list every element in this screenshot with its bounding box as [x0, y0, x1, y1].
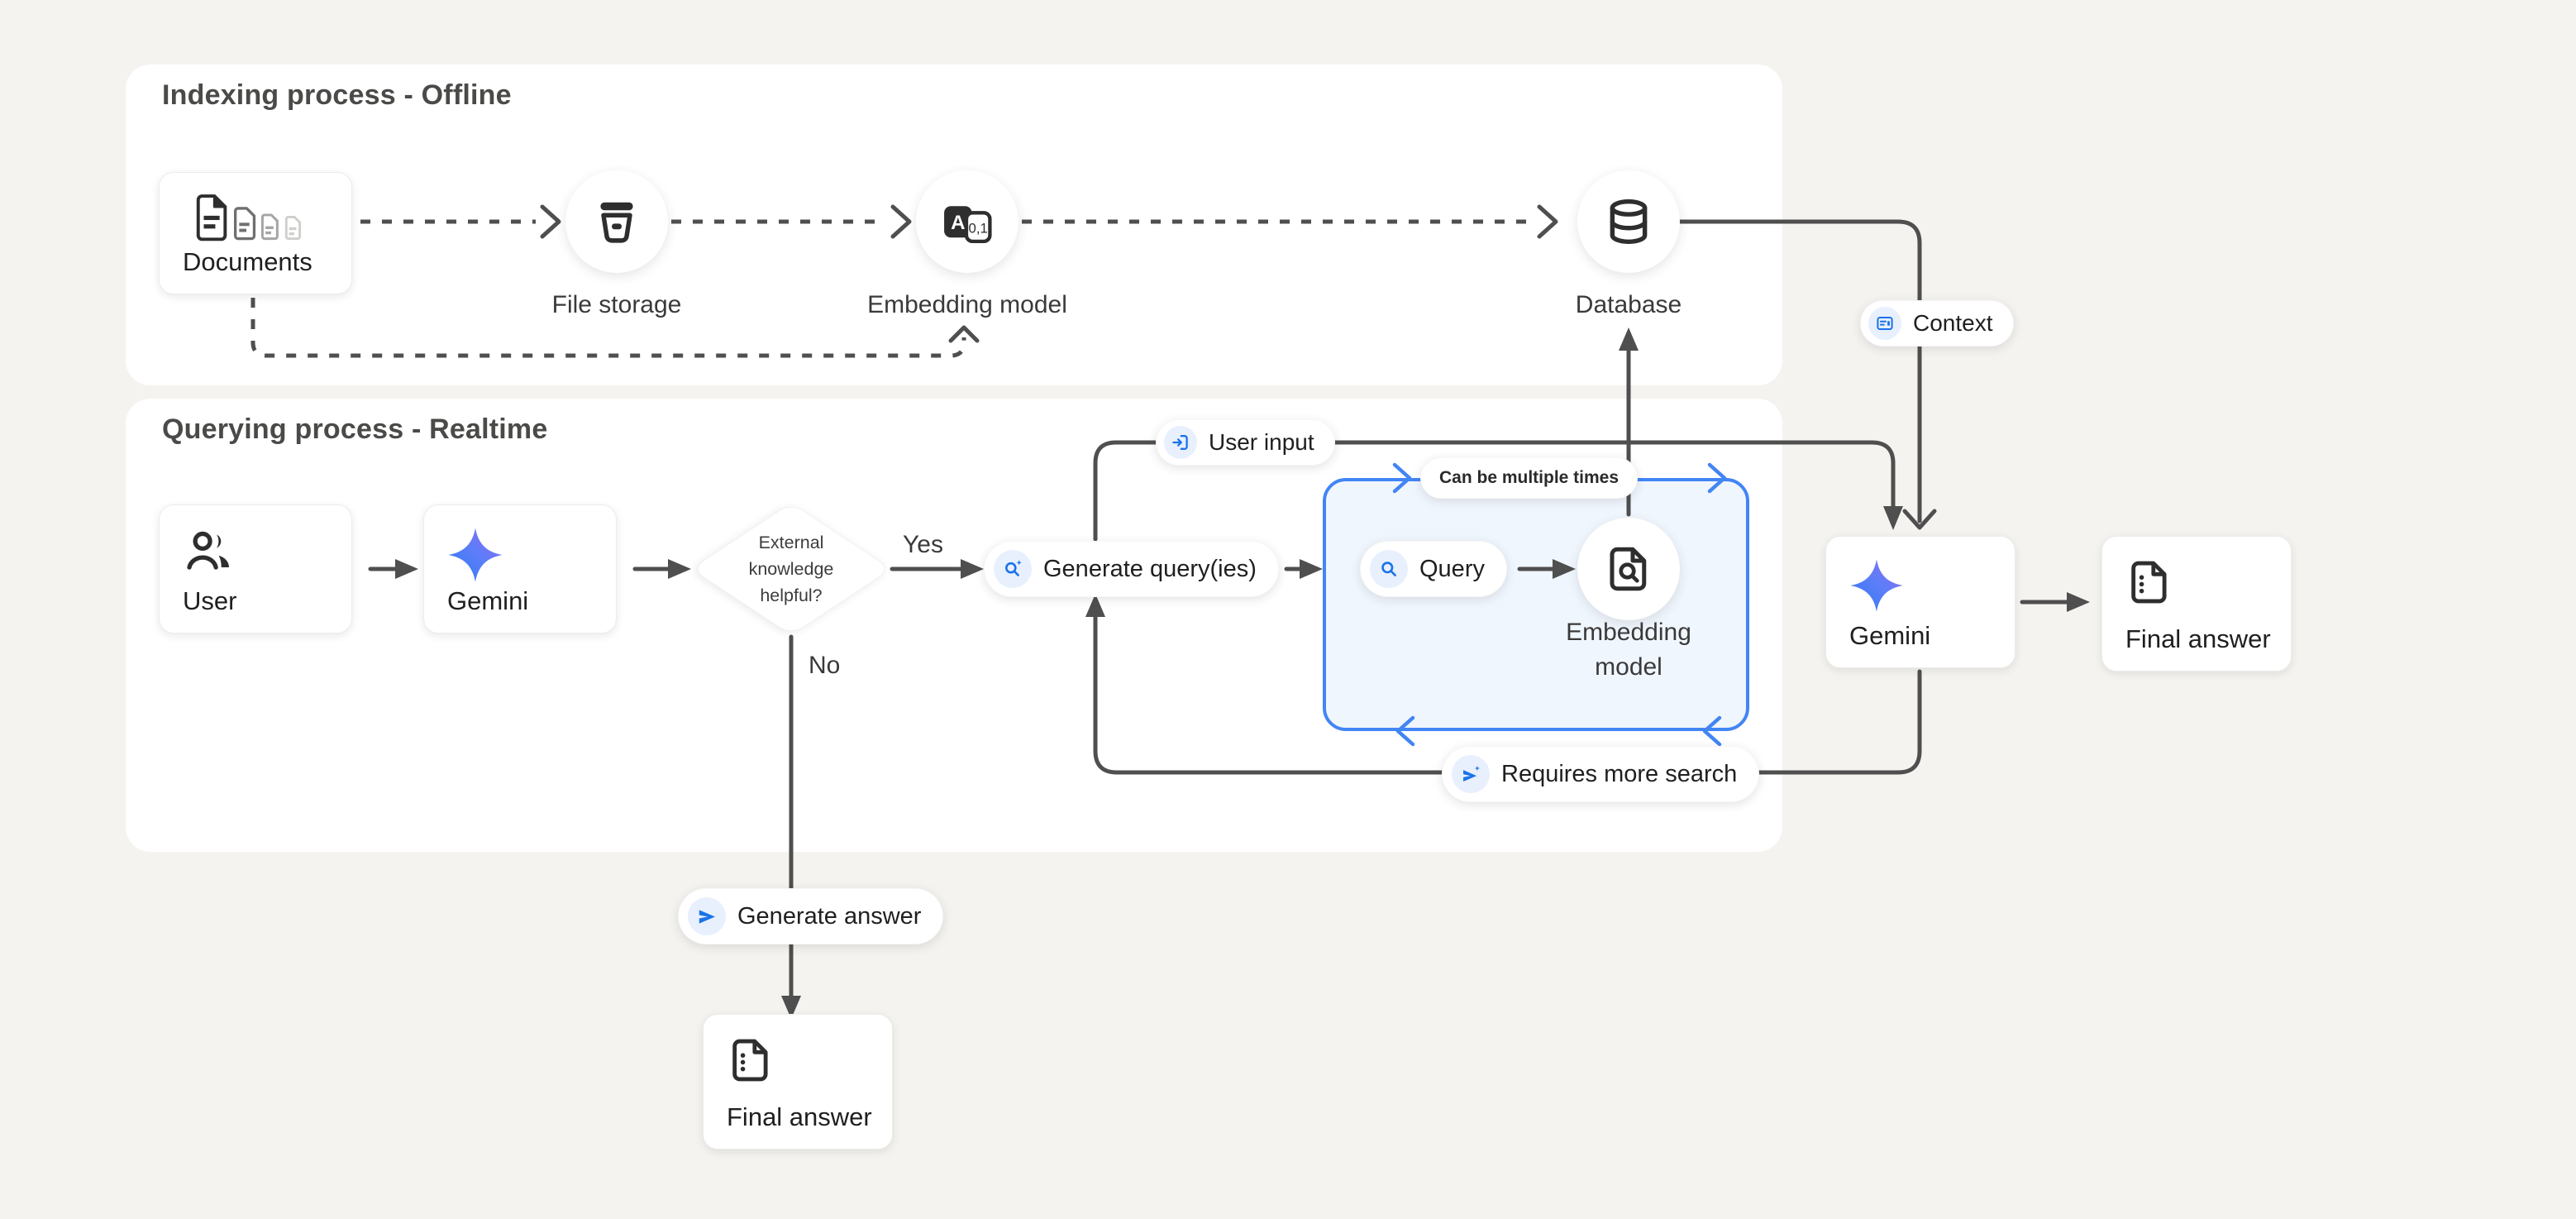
svg-text:0,1: 0,1	[969, 220, 988, 236]
final-answer-bottom-node: Final answer	[703, 1014, 893, 1150]
gemini-right-label: Gemini	[1849, 621, 1931, 650]
query-pill: Query	[1360, 541, 1507, 597]
querying-panel-title: Querying process - Realtime	[162, 414, 548, 445]
embedding-model-query-label: Embedding model	[1566, 619, 1691, 681]
edge-userinput-gemini	[1093, 440, 1896, 542]
generate-queries-label: Generate query(ies)	[1043, 555, 1257, 582]
embedding-model-top-label: Embedding model	[867, 291, 1067, 318]
send-sparkle-icon	[1452, 755, 1490, 793]
edge-label-no: No	[809, 652, 841, 679]
edge-database-gemini-context	[1677, 219, 1922, 523]
final-answer-right-node: Final answer	[2101, 536, 2292, 672]
send-icon	[688, 897, 726, 935]
search-sparkle-icon	[994, 550, 1032, 588]
user-label: User	[183, 586, 237, 615]
file-storage-node	[565, 170, 668, 273]
documents-label: Documents	[183, 247, 312, 276]
context-badge: Context	[1860, 300, 2014, 347]
gemini-left-node: Gemini	[423, 504, 617, 633]
database-node	[1577, 170, 1680, 273]
indexing-panel-title: Indexing process - Offline	[162, 79, 512, 111]
final-answer-document-icon	[2131, 561, 2167, 604]
file-storage-label: File storage	[551, 291, 682, 318]
search-icon	[1370, 550, 1408, 588]
decision-label: External knowledge helpful?	[748, 532, 834, 606]
decision-node: External knowledge helpful?	[690, 501, 892, 637]
requires-more-search-label: Requires more search	[1501, 760, 1738, 787]
final-answer-document-icon	[732, 1039, 768, 1082]
input-icon	[1164, 426, 1197, 459]
database-icon	[1610, 199, 1648, 244]
requires-more-search-badge: Requires more search	[1442, 746, 1760, 802]
user-icon	[187, 531, 229, 570]
gemini-left-label: Gemini	[447, 586, 529, 615]
gemini-right-node: Gemini	[1825, 536, 2015, 668]
generate-answer-pill: Generate answer	[678, 888, 944, 944]
generate-answer-label: Generate answer	[737, 902, 922, 930]
edge-documents-embedding	[250, 298, 966, 358]
context-label: Context	[1913, 310, 1993, 336]
query-label: Query	[1419, 555, 1485, 582]
can-be-multiple-times-badge: Can be multiple times	[1420, 457, 1639, 499]
document-search-icon	[1610, 547, 1647, 591]
database-label: Database	[1575, 291, 1682, 318]
gemini-star-icon	[448, 528, 503, 582]
user-node: User	[159, 504, 352, 633]
context-article-icon	[1868, 307, 1901, 340]
gemini-star-icon	[1850, 559, 1903, 612]
embedding-model-query-node	[1577, 518, 1680, 620]
embedding-model-top-node: A 0,1	[916, 170, 1018, 273]
retrieval-loop-container	[1323, 478, 1749, 731]
user-input-label: User input	[1209, 429, 1314, 455]
storage-bucket-icon	[600, 202, 633, 243]
embedding-model-icon: A 0,1	[944, 206, 992, 244]
edge-label-yes: Yes	[903, 531, 943, 558]
final-answer-bottom-label: Final answer	[727, 1102, 872, 1131]
generate-queries-pill: Generate query(ies)	[984, 541, 1279, 597]
final-answer-right-label: Final answer	[2125, 624, 2271, 653]
svg-text:A: A	[951, 212, 965, 234]
documents-node: Documents	[159, 172, 352, 294]
documents-icon	[196, 194, 302, 241]
can-be-multiple-times-label: Can be multiple times	[1439, 468, 1620, 487]
user-input-badge: User input	[1156, 419, 1335, 466]
